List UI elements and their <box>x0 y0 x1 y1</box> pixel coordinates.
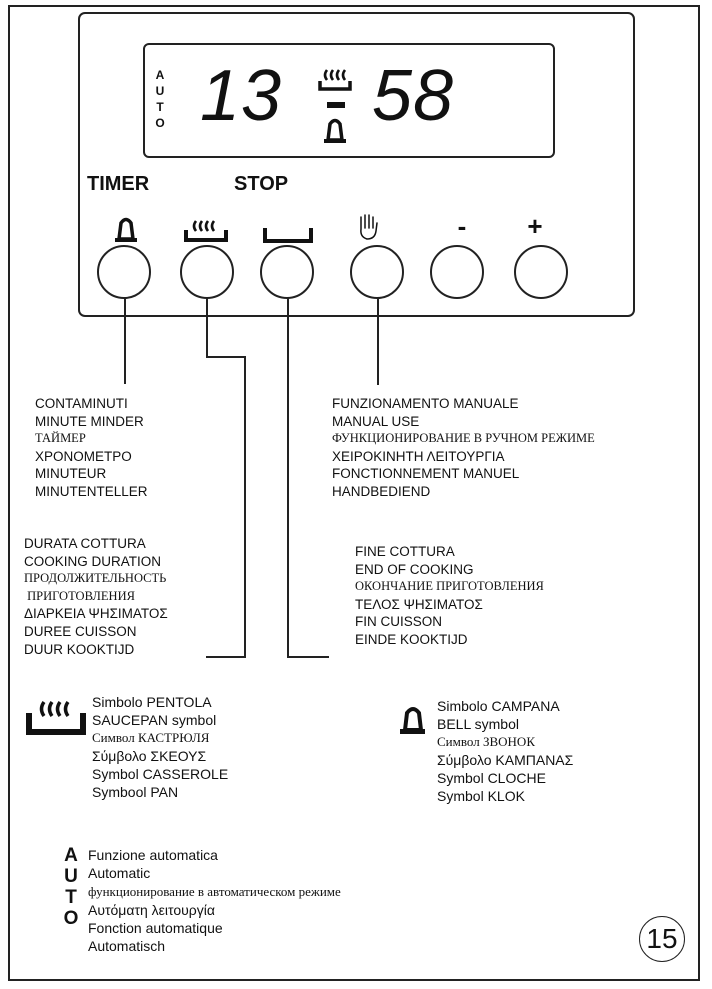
leader-line-duration <box>206 298 208 358</box>
text-line: FUNZIONAMENTO MANUALE <box>332 396 519 411</box>
manual-use-text: FUNZIONAMENTO MANUALE MANUAL USE ФУНКЦИО… <box>332 395 595 501</box>
text-line: функционирование в автоматическом режиме <box>88 883 341 899</box>
text-line: DUREE CUISSON <box>24 623 137 639</box>
text-line: Automatic <box>88 865 151 882</box>
text-line: DURATA COTTURA <box>24 536 146 551</box>
text-line: Fonction automatique <box>88 920 223 937</box>
text-line: SAUCEPAN symbol <box>92 712 217 728</box>
leader-line-timer <box>124 298 126 384</box>
text-line: Σύμβολο ΚΑΜΠΑΝΑΣ <box>437 752 574 768</box>
legend-saucepan-icon <box>26 700 86 735</box>
text-line: CONTAMINUTI <box>35 396 128 411</box>
leader-line-manual <box>377 298 379 385</box>
minute-minder-text: CONTAMINUTI MINUTE MINDER ТАЙМЕР ΧΡΟΝΟΜΕ… <box>35 395 148 501</box>
text-line: Symbool PAN <box>92 784 179 800</box>
manual-button[interactable] <box>350 245 404 299</box>
bell-symbol-text: Simbolo CAMPANA BELL symbol Символ ЗВОНО… <box>437 697 573 805</box>
lcd-display <box>143 43 555 158</box>
leader-line-duration <box>206 656 246 658</box>
text-line: ΧΡΟΝΟΜΕΤΡΟ <box>35 448 132 464</box>
text-line: BELL symbol <box>437 716 519 732</box>
leader-line-duration <box>206 356 246 358</box>
saucepan-symbol-text: Simbolo PENTOLA SAUCEPAN symbol Символ К… <box>92 693 228 801</box>
display-separator-bar <box>327 102 345 108</box>
leader-line-stop <box>287 656 329 658</box>
auto-letter: U <box>155 84 165 98</box>
text-line: Αυτόματη λειτουργία <box>88 901 215 918</box>
auto-letter: T <box>156 100 164 114</box>
text-line: MINUTEUR <box>35 466 107 482</box>
display-minutes: 58 <box>372 56 455 136</box>
text-line: Символ КАСТРЮЛЯ <box>92 730 210 745</box>
page-number: 15 <box>639 916 685 962</box>
stop-button[interactable] <box>260 245 314 299</box>
text-line: Symbol KLOK <box>437 788 525 804</box>
text-line: Символ ЗВОНОК <box>437 734 535 749</box>
auto-legend-letter: T <box>65 887 77 908</box>
legend-bell-icon <box>400 707 425 734</box>
minus-symbol: - <box>457 211 467 241</box>
timer-label: TIMER <box>87 173 150 195</box>
plus-button[interactable] <box>514 245 568 299</box>
text-line: Simbolo PENTOLA <box>92 694 212 710</box>
duration-button[interactable] <box>180 245 234 299</box>
auto-legend-text: Funzione automatica Automatic функционир… <box>88 846 341 956</box>
saucepan-icon <box>184 220 228 242</box>
display-bell-icon <box>324 118 346 143</box>
end-of-cooking-text: FINE COTTURA END OF COOKING ОКОНЧАНИЕ ПР… <box>355 543 544 649</box>
display-hours: 13 <box>200 56 283 136</box>
text-line: ФУНКЦИОНИРОВАНИЕ В РУЧНОМ РЕЖИМЕ <box>332 431 595 446</box>
text-line: Automatisch <box>88 938 166 955</box>
text-line: ОКОНЧАНИЕ ПРИГОТОВЛЕНИЯ <box>355 579 544 594</box>
timer-button[interactable] <box>97 245 151 299</box>
text-line: DUUR KOOKTIJD <box>24 641 135 657</box>
text-line: Symbol CASSEROLE <box>92 766 229 782</box>
auto-legend-letter: O <box>63 908 79 929</box>
minus-button[interactable] <box>430 245 484 299</box>
auto-legend-letter: U <box>64 866 78 887</box>
bell-icon <box>115 217 137 242</box>
text-line: ΧΕΙΡΟΚΙΝΗΤΗ ΛΕΙΤΟΥΡΓΙΑ <box>332 448 505 464</box>
text-line: MINUTENTELLER <box>35 483 148 499</box>
text-line: ΔΙΑΡΚΕΙΑ ΨΗΣΙΜΑΤΟΣ <box>24 606 168 622</box>
text-line: Funzione automatica <box>88 847 218 863</box>
display-saucepan-icon <box>318 69 352 91</box>
control-panel <box>78 12 635 317</box>
text-line: COOKING DURATION <box>24 553 162 569</box>
text-line: MINUTE MINDER <box>35 413 144 429</box>
text-line: FIN CUISSON <box>355 614 443 630</box>
auto-legend-letters: A U T O <box>61 845 81 929</box>
text-line: FINE COTTURA <box>355 544 455 559</box>
leader-line-stop <box>287 298 289 658</box>
text-line: MANUAL USE <box>332 413 420 429</box>
text-line: ΤΕΛΟΣ ΨΗΣΙΜΑΤΟΣ <box>355 596 483 612</box>
text-line: HANDBEDIEND <box>332 483 431 499</box>
end-bracket-icon <box>263 228 313 243</box>
display-auto-indicator: A U T O <box>153 67 167 131</box>
leader-line-duration <box>244 356 246 658</box>
text-line: FONCTIONNEMENT MANUEL <box>332 466 520 482</box>
text-line: ТАЙМЕР <box>35 431 86 446</box>
auto-letter: O <box>155 116 165 130</box>
hand-icon <box>360 214 378 240</box>
auto-letter: A <box>155 68 165 82</box>
text-line: EINDE KOOKTIJD <box>355 631 468 647</box>
text-line: Simbolo CAMPANA <box>437 698 560 714</box>
plus-symbol: + <box>527 211 543 241</box>
text-line: ПРОДОЛЖИТЕЛЬНОСТЬ <box>24 571 167 586</box>
auto-legend-letter: A <box>64 845 78 866</box>
stop-label: STOP <box>234 173 289 195</box>
manual-page <box>8 5 700 981</box>
cooking-duration-text: DURATA COTTURA COOKING DURATION ПРОДОЛЖИ… <box>24 535 168 658</box>
text-line: Symbol CLOCHE <box>437 770 546 786</box>
text-line: Σύμβολο ΣΚΕΟΥΣ <box>92 748 207 764</box>
text-line: ПРИГОТОВЛЕНИЯ <box>24 588 135 603</box>
text-line: END OF COOKING <box>355 561 474 577</box>
